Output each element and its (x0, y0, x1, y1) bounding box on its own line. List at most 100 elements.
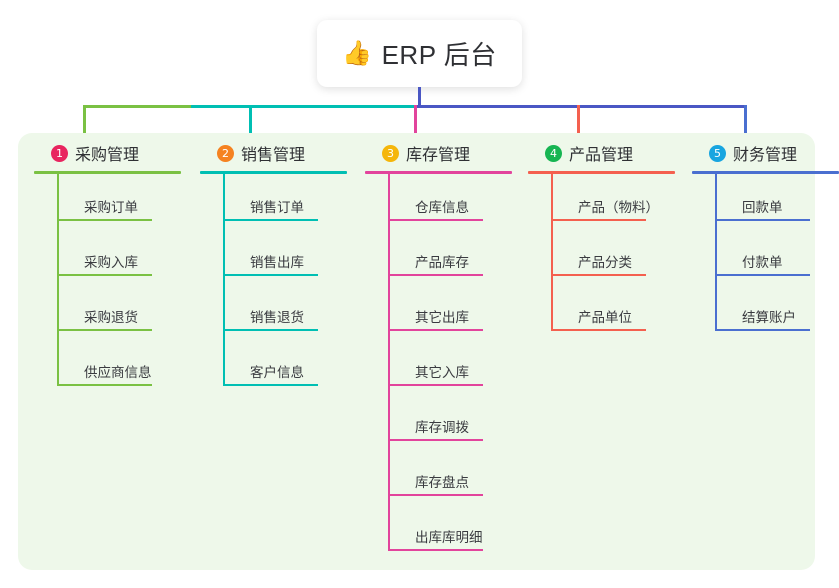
leaf-item-underline (388, 384, 483, 386)
leaf-item-label: 采购订单 (84, 200, 138, 215)
column-1: 1 采购管理采购订单采购入库采购退货供应商信息 (34, 140, 194, 394)
column-badge-icon-4: 4 (545, 144, 562, 162)
leaf-item-label: 采购入库 (84, 255, 138, 270)
leaf-item-label: 仓库信息 (415, 200, 469, 215)
column-items-3: 仓库信息产品库存其它出库其它入库库存调拨库存盘点出库库明细 (365, 174, 525, 559)
root-label: 👍 ERP 后台 (342, 35, 497, 72)
root-node[interactable]: 👍 ERP 后台 (317, 20, 522, 87)
leaf-item-underline (57, 329, 152, 331)
column-underline-4 (528, 171, 675, 174)
column-title-3: 库存管理 (406, 147, 471, 164)
leaf-item-underline (57, 384, 152, 386)
leaf-item[interactable]: 采购退货 (57, 284, 194, 339)
leaf-item-underline (551, 329, 646, 331)
leaf-item-label: 库存调拨 (415, 420, 469, 435)
column-trunk-line-5 (715, 174, 717, 331)
leaf-item-underline (388, 494, 483, 496)
leaf-item-underline (223, 384, 318, 386)
column-title-1: 采购管理 (75, 147, 140, 164)
leaf-item-label: 采购退货 (84, 310, 138, 325)
leaf-item-label: 出库库明细 (415, 530, 483, 545)
leaf-item-label: 回款单 (742, 200, 783, 215)
column-trunk-line-4 (551, 174, 553, 331)
content-panel (18, 133, 815, 570)
leaf-item-label: 销售订单 (250, 200, 304, 215)
leaf-item-underline (388, 219, 483, 221)
leaf-item[interactable]: 产品分类 (551, 229, 688, 284)
bus-segment-green (83, 105, 193, 108)
column-title-2: 销售管理 (241, 147, 306, 164)
leaf-item-label: 产品单位 (578, 310, 632, 325)
leaf-item-label: 销售出库 (250, 255, 304, 270)
leaf-item[interactable]: 产品单位 (551, 284, 688, 339)
leaf-item[interactable]: 产品库存 (388, 229, 525, 284)
leaf-item[interactable]: 库存盘点 (388, 449, 525, 504)
leaf-item[interactable]: 结算账户 (715, 284, 839, 339)
column-underline-2 (200, 171, 347, 174)
leaf-item-underline (223, 329, 318, 331)
column-header-1[interactable]: 1 采购管理 (34, 140, 194, 166)
leaf-item[interactable]: 客户信息 (223, 339, 360, 394)
column-5: 5 财务管理回款单付款单结算账户 (692, 140, 839, 339)
leaf-item-label: 产品分类 (578, 255, 632, 270)
leaf-item[interactable]: 产品（物料） (551, 174, 688, 229)
column-items-1: 采购订单采购入库采购退货供应商信息 (34, 174, 194, 394)
column-2: 2 销售管理销售订单销售出库销售退货客户信息 (200, 140, 360, 394)
column-underline-3 (365, 171, 512, 174)
column-items-2: 销售订单销售出库销售退货客户信息 (200, 174, 360, 394)
leaf-item-label: 付款单 (742, 255, 783, 270)
drop-stub-column-3 (414, 105, 417, 157)
column-title-5: 财务管理 (733, 147, 798, 164)
leaf-item[interactable]: 供应商信息 (57, 339, 194, 394)
column-trunk-line-1 (57, 174, 59, 386)
leaf-item-label: 库存盘点 (415, 475, 469, 490)
column-badge-icon-5: 5 (709, 144, 726, 162)
root-title-text: ERP 后台 (381, 40, 497, 70)
leaf-item-underline (223, 219, 318, 221)
column-underline-5 (692, 171, 839, 174)
bus-segment-teal (191, 105, 419, 108)
leaf-item[interactable]: 出库库明细 (388, 504, 525, 559)
leaf-item[interactable]: 采购入库 (57, 229, 194, 284)
column-items-5: 回款单付款单结算账户 (692, 174, 839, 339)
leaf-item-label: 结算账户 (742, 310, 796, 325)
leaf-item[interactable]: 销售订单 (223, 174, 360, 229)
leaf-item[interactable]: 其它出库 (388, 284, 525, 339)
leaf-item-label: 产品库存 (415, 255, 469, 270)
leaf-item-underline (57, 274, 152, 276)
leaf-item-underline (715, 329, 810, 331)
column-header-3[interactable]: 3 库存管理 (365, 140, 525, 166)
leaf-item-underline (388, 439, 483, 441)
leaf-item-label: 销售退货 (250, 310, 304, 325)
column-badge-icon-2: 2 (217, 144, 234, 162)
leaf-item-underline (57, 219, 152, 221)
leaf-item[interactable]: 付款单 (715, 229, 839, 284)
leaf-item-label: 客户信息 (250, 365, 304, 380)
leaf-item[interactable]: 其它入库 (388, 339, 525, 394)
leaf-item-label: 产品（物料） (578, 200, 659, 215)
leaf-item[interactable]: 销售出库 (223, 229, 360, 284)
thumbs-up-icon: 👍 (342, 39, 373, 67)
leaf-item-underline (388, 549, 483, 551)
leaf-item[interactable]: 销售退货 (223, 284, 360, 339)
leaf-item-underline (223, 274, 318, 276)
root-stem-connector (418, 87, 421, 105)
leaf-item-label: 其它入库 (415, 365, 469, 380)
column-badge-icon-3: 3 (382, 144, 399, 162)
leaf-item[interactable]: 库存调拨 (388, 394, 525, 449)
leaf-item[interactable]: 仓库信息 (388, 174, 525, 229)
leaf-item[interactable]: 采购订单 (57, 174, 194, 229)
drop-stub-column-5 (744, 105, 747, 157)
leaf-item[interactable]: 回款单 (715, 174, 839, 229)
leaf-item-underline (551, 274, 646, 276)
leaf-item-underline (715, 219, 810, 221)
leaf-item-underline (715, 274, 810, 276)
column-header-5[interactable]: 5 财务管理 (692, 140, 839, 166)
column-badge-icon-1: 1 (51, 144, 68, 162)
column-header-2[interactable]: 2 销售管理 (200, 140, 360, 166)
drop-stub-column-2 (249, 105, 252, 157)
drop-stub-column-1 (83, 105, 86, 157)
